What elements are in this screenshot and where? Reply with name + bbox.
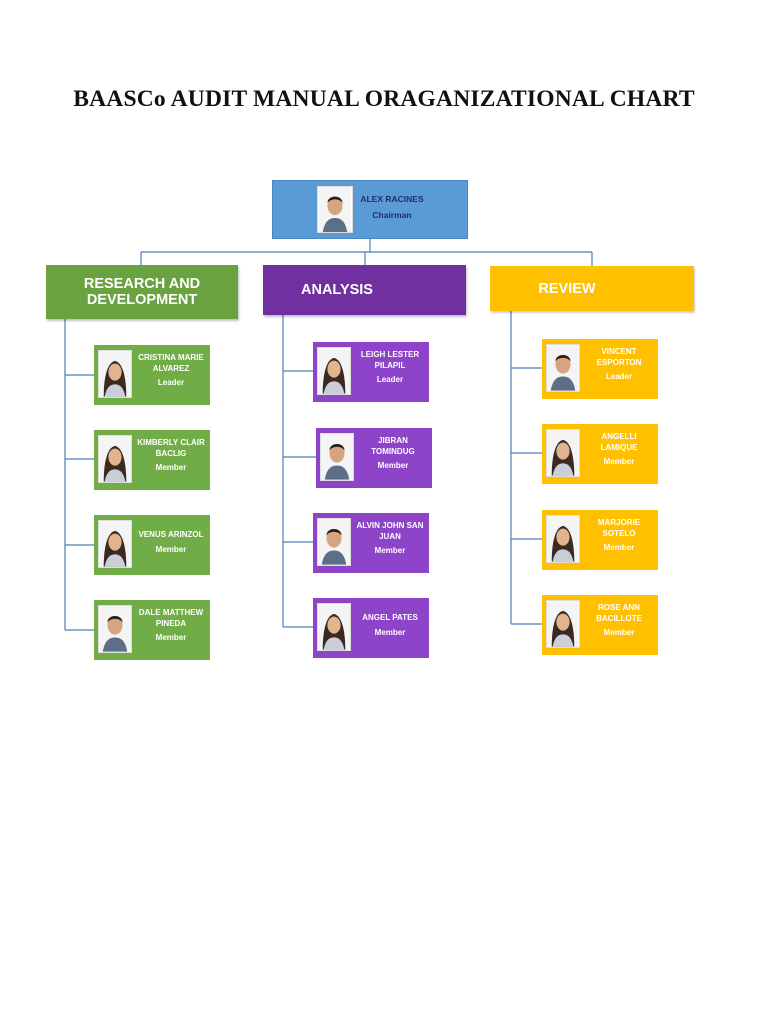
- person-photo-icon: [546, 515, 580, 563]
- member-role: Leader: [605, 372, 633, 381]
- member-card: LEIGH LESTER PILAPIL Leader: [313, 342, 429, 402]
- person-photo-icon: [317, 603, 351, 651]
- member-name-line2: ALVAREZ: [152, 363, 190, 373]
- person-photo-icon: [317, 186, 353, 233]
- member-name-line2: PINEDA: [155, 618, 187, 628]
- member-role: Leader: [376, 375, 404, 384]
- person-photo-icon: [317, 347, 351, 395]
- member-card: VINCENT ESPORTON Leader: [542, 339, 658, 399]
- member-name-line1: JIBRAN: [378, 436, 408, 445]
- member-role: Member: [155, 463, 187, 472]
- member-name-line2: TOMINDUG: [371, 446, 415, 456]
- member-name-line1: ANGELLI: [601, 432, 637, 441]
- member-name-line1: VENUS ARINZOL: [138, 530, 204, 539]
- member-name-line2: BACILLOTE: [596, 613, 642, 623]
- member-role: Member: [374, 546, 406, 555]
- member-role: Leader: [157, 378, 185, 387]
- member-name-line1: KIMBERLY CLAIR: [137, 438, 205, 447]
- member-card: ROSE ANN BACILLOTE Member: [542, 595, 658, 655]
- member-name-line2: LAMIQUE: [600, 442, 638, 452]
- member-name-line2: ESPORTON: [596, 357, 642, 367]
- member-name-line1: ROSE ANN: [598, 603, 640, 612]
- member-name-line2: SOTELO: [602, 528, 636, 538]
- person-photo-icon: [98, 435, 132, 483]
- member-role: Member: [603, 543, 635, 552]
- member-name-line2: PILAPIL: [374, 360, 406, 370]
- department-title: ANALYSIS: [301, 282, 373, 298]
- member-role: Member: [603, 628, 635, 637]
- department-research-and-development: RESEARCH AND DEVELOPMENT: [46, 265, 238, 319]
- person-photo-icon: [317, 518, 351, 566]
- member-name-line1: CRISTINA MARIE: [138, 353, 204, 362]
- chairman-box: ALEX RACINES Chairman: [272, 180, 468, 239]
- department-title-line1: RESEARCH AND: [83, 276, 201, 292]
- person-photo-icon: [98, 350, 132, 398]
- member-name-line2: JUAN: [379, 531, 401, 541]
- department-analysis: ANALYSIS: [263, 265, 466, 315]
- member-card: VENUS ARINZOL Member: [94, 515, 210, 575]
- member-card: ANGEL PATES Member: [313, 598, 429, 658]
- member-role: Member: [377, 461, 409, 470]
- member-role: Member: [603, 457, 635, 466]
- member-role: Member: [155, 544, 187, 554]
- person-photo-icon: [546, 429, 580, 477]
- member-card: MARJORIE SOTELO Member: [542, 510, 658, 570]
- member-name-line1: LEIGH LESTER: [360, 350, 420, 359]
- member-card: JIBRAN TOMINDUG Member: [316, 428, 432, 488]
- member-name-line2: BACLIG: [155, 448, 187, 458]
- department-title-line2: DEVELOPMENT: [86, 292, 198, 308]
- department-title: REVIEW: [538, 280, 596, 297]
- member-name-line1: MARJORIE: [597, 518, 641, 527]
- member-card: DALE MATTHEW PINEDA Member: [94, 600, 210, 660]
- member-role: Member: [155, 633, 187, 642]
- person-photo-icon: [98, 605, 132, 653]
- chairman-name: ALEX RACINES: [360, 194, 424, 204]
- person-photo-icon: [546, 600, 580, 648]
- member-card: CRISTINA MARIE ALVAREZ Leader: [94, 345, 210, 405]
- member-role: Member: [374, 627, 406, 637]
- chairman-role: Chairman: [372, 210, 412, 220]
- person-photo-icon: [546, 344, 580, 392]
- member-name-line1: VINCENT: [601, 347, 637, 356]
- department-review: REVIEW: [490, 266, 694, 311]
- member-card: ALVIN JOHN SAN JUAN Member: [313, 513, 429, 573]
- member-name-line1: ALVIN JOHN SAN: [356, 521, 424, 530]
- member-name-line1: ANGEL PATES: [362, 613, 418, 622]
- page-title: BAASCo AUDIT MANUAL ORAGANIZATIONAL CHAR…: [73, 86, 695, 112]
- person-photo-icon: [98, 520, 132, 568]
- person-photo-icon: [320, 433, 354, 481]
- member-card: ANGELLI LAMIQUE Member: [542, 424, 658, 484]
- member-card: KIMBERLY CLAIR BACLIG Member: [94, 430, 210, 490]
- member-name-line1: DALE MATTHEW: [138, 608, 204, 617]
